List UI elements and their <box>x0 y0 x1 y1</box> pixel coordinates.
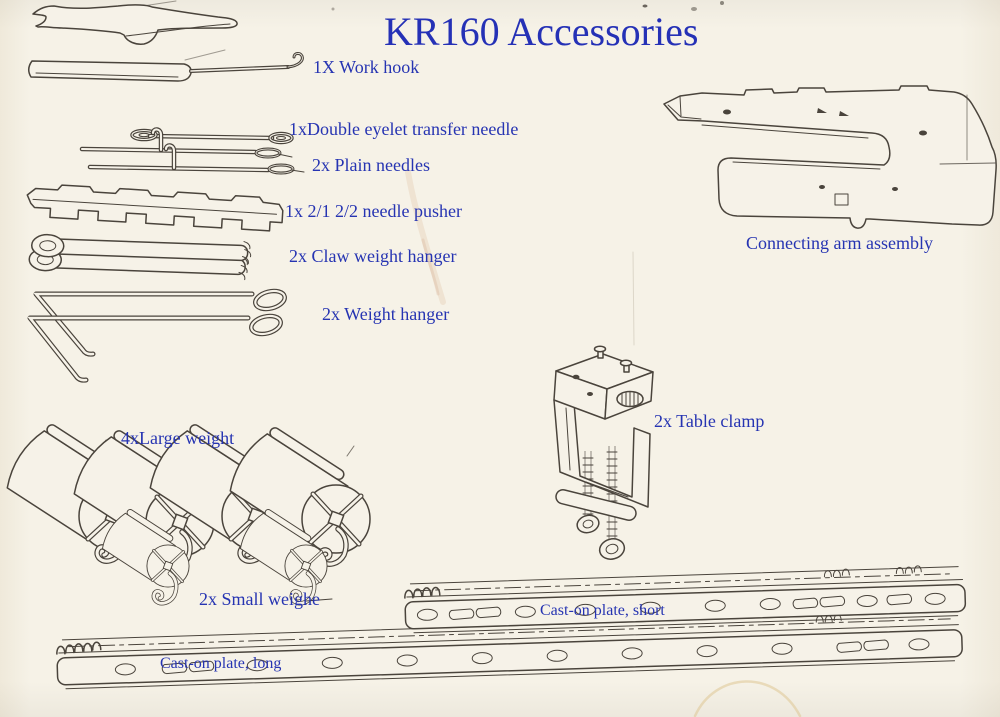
cast-on-plate-short-illustration <box>404 565 967 634</box>
claw-weight-hanger-illustration <box>28 233 252 281</box>
label-cast-on-plate-short: Cast-on plate, short <box>540 602 665 619</box>
label-table-clamp: 2x Table clamp <box>654 411 765 431</box>
plain-needles-illustration <box>79 127 305 175</box>
work-hook-illustration <box>28 49 304 82</box>
cast-on-plate-long-illustration <box>56 611 963 690</box>
label-needle-pusher: 1x 2/1 2/2 needle pusher <box>285 201 462 221</box>
small-weights-illustration <box>101 509 333 606</box>
label-claw-weight-hanger: 2x Claw weight hanger <box>289 246 457 266</box>
page-title: KR160 Accessories <box>384 9 699 54</box>
transfer-needle-illustration <box>130 128 294 145</box>
wrench-illustration <box>32 0 238 45</box>
table-clamp-illustration <box>553 345 654 560</box>
connecting-arm-illustration <box>663 85 997 229</box>
label-large-weight: 4xLarge weight <box>121 428 235 448</box>
label-small-weight: 2x Small weighe <box>199 589 320 609</box>
scan-artifacts <box>331 1 802 717</box>
label-weight-hanger: 2x Weight hanger <box>322 304 450 324</box>
label-work-hook: 1X Work hook <box>313 57 420 77</box>
needle-pusher-illustration <box>26 184 284 232</box>
label-connecting-arm: Connecting arm assembly <box>746 233 933 253</box>
label-plain-needles: 2x Plain needles <box>312 155 430 175</box>
label-transfer-needle: 1xDouble eyelet transfer needle <box>289 119 519 139</box>
label-cast-on-plate-long: Cast-on plate, long <box>160 655 282 672</box>
weight-hanger-illustration <box>27 288 287 383</box>
